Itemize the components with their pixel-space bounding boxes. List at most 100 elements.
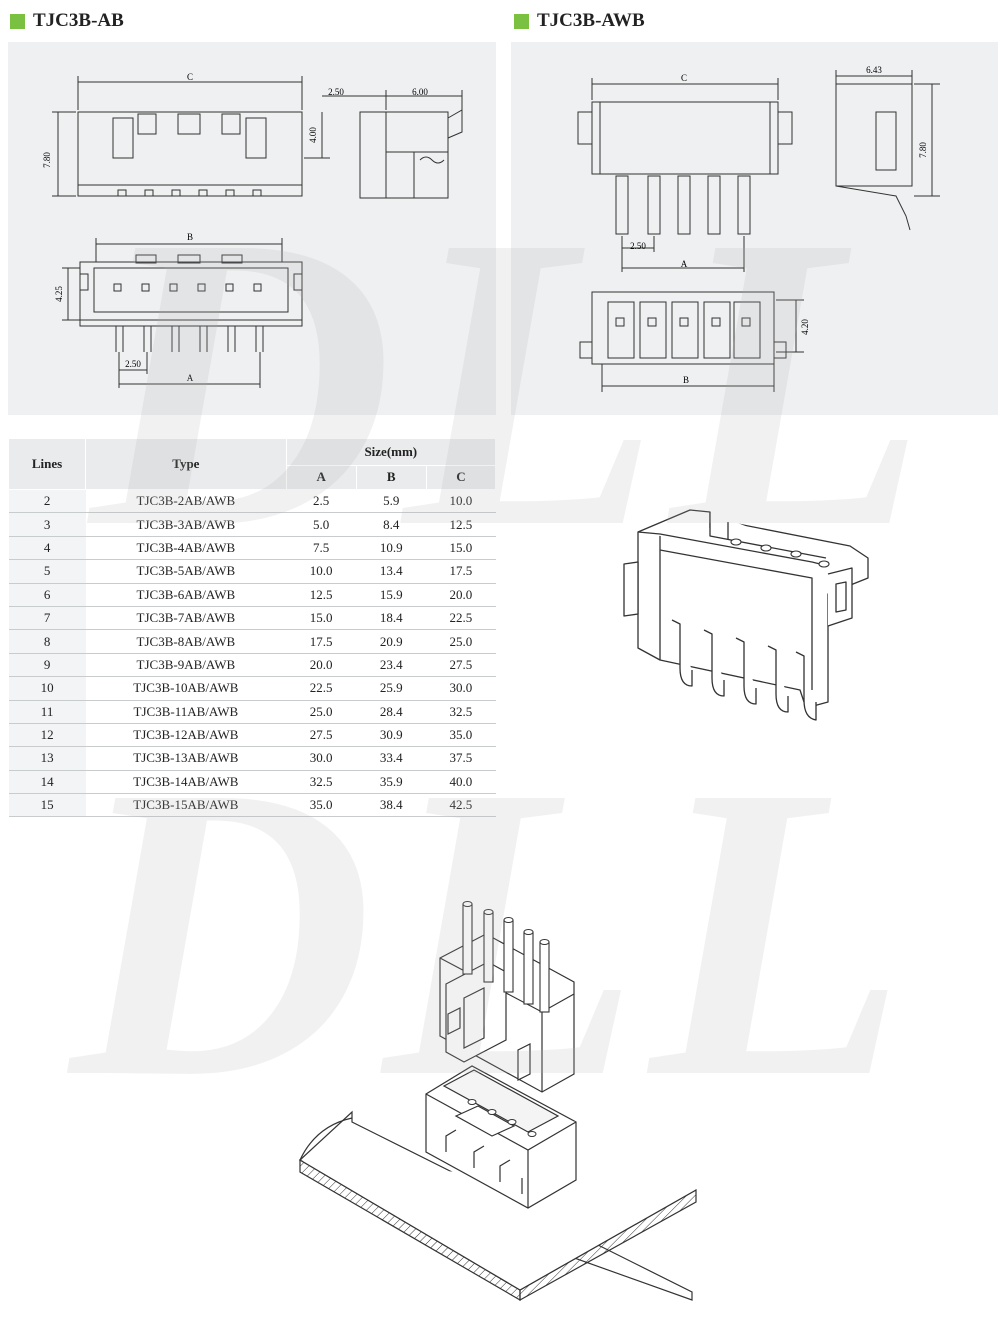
col-b-header: B: [355, 464, 427, 491]
table-row: 11 TJC3B-11AB/AWB 25.0 28.4 32.5: [8, 700, 496, 724]
cell-type: TJC3B-10AB/AWB: [85, 676, 287, 701]
ab-bottom-250-label: 2.50: [125, 359, 141, 369]
cell-a: 7.5: [286, 536, 357, 561]
cell-c: 40.0: [426, 770, 496, 795]
cell-c: 12.5: [426, 512, 496, 537]
table-row: 6 TJC3B-6AB/AWB 12.5 15.9 20.0: [8, 583, 496, 607]
cell-lines: 8: [8, 629, 86, 654]
cell-lines: 15: [8, 793, 86, 818]
table-row: 8 TJC3B-8AB/AWB 17.5 20.9 25.0: [8, 629, 496, 654]
cell-c: 10.0: [426, 488, 496, 514]
cell-c: 35.0: [426, 723, 496, 748]
cell-c: 32.5: [426, 700, 496, 724]
cell-type: TJC3B-15AB/AWB: [85, 793, 287, 818]
awb-technical-drawing: C 2.50 A 6.43 7.80 4.20 B: [577, 65, 940, 392]
cell-a: 32.5: [286, 770, 357, 795]
cell-lines: 10: [8, 676, 86, 701]
cell-a: 2.5: [286, 488, 357, 514]
cell-lines: 7: [8, 606, 86, 631]
cell-lines: 11: [8, 700, 86, 724]
ab-front-height-label: 7.80: [42, 152, 52, 168]
col-a-header: A: [285, 464, 357, 491]
cell-lines: 9: [8, 653, 86, 678]
heading-right-text: TJC3B-AWB: [537, 10, 645, 31]
table-row: 13 TJC3B-13AB/AWB 30.0 33.4 37.5: [8, 746, 496, 771]
cell-type: TJC3B-11AB/AWB: [85, 700, 287, 724]
cell-b: 5.9: [356, 488, 427, 514]
ab-side-250-label: 2.50: [328, 87, 344, 97]
cell-a: 5.0: [286, 512, 357, 537]
ab-front-c-label: C: [187, 72, 193, 82]
awb-bottom-b-label: B: [683, 375, 689, 385]
cell-a: 10.0: [286, 559, 357, 584]
connector-3d-illustration: [623, 509, 869, 721]
col-size-header: Size(mm): [285, 438, 497, 466]
awb-front-a-label: A: [681, 259, 688, 269]
cell-c: 15.0: [426, 536, 496, 561]
awb-bottom-420-label: 4.20: [800, 319, 810, 335]
table-row: 15 TJC3B-15AB/AWB 35.0 38.4 42.5: [8, 793, 496, 818]
green-square-icon: [10, 13, 25, 29]
cell-lines: 2: [8, 488, 86, 514]
mating-connectors-3d-illustration: [298, 901, 697, 1302]
cell-type: TJC3B-12AB/AWB: [85, 723, 287, 748]
size-spec-table: Lines Type Size(mm) A B C 2 TJC3B-2AB/AW…: [7, 438, 497, 818]
cell-b: 33.4: [356, 746, 427, 771]
cell-a: 12.5: [286, 583, 357, 607]
cell-a: 35.0: [286, 793, 357, 818]
ab-technical-drawing: C 7.80 2.50 6.00 4.00 B 4.25 2.50 A: [42, 72, 463, 388]
cell-a: 22.5: [286, 676, 357, 701]
cell-lines: 3: [8, 512, 86, 537]
cell-c: 42.5: [426, 793, 496, 818]
ab-side-600-label: 6.00: [412, 87, 428, 97]
cell-c: 37.5: [426, 746, 496, 771]
heading-tjc3b-awb: TJC3B-AWB: [514, 10, 645, 32]
cell-type: TJC3B-9AB/AWB: [85, 653, 287, 678]
table-row: 14 TJC3B-14AB/AWB 32.5 35.9 40.0: [8, 770, 496, 795]
cell-a: 20.0: [286, 653, 357, 678]
col-type-header: Type: [85, 438, 287, 490]
cell-b: 15.9: [356, 583, 427, 607]
cell-lines: 4: [8, 536, 86, 561]
cell-b: 23.4: [356, 653, 427, 678]
table-row: 10 TJC3B-10AB/AWB 22.5 25.9 30.0: [8, 676, 496, 701]
table-row: 7 TJC3B-7AB/AWB 15.0 18.4 22.5: [8, 606, 496, 631]
cell-a: 27.5: [286, 723, 357, 748]
cell-b: 28.4: [356, 700, 427, 724]
cell-lines: 14: [8, 770, 86, 795]
awb-side-780-label: 7.80: [918, 142, 928, 158]
cell-type: TJC3B-2AB/AWB: [85, 488, 287, 514]
cell-b: 10.9: [356, 536, 427, 561]
heading-tjc3b-ab: TJC3B-AB: [10, 10, 124, 32]
ab-bottom-b-label: B: [187, 232, 193, 242]
awb-front-250-label: 2.50: [630, 241, 646, 251]
cell-c: 22.5: [426, 606, 496, 631]
cell-b: 18.4: [356, 606, 427, 631]
cell-lines: 13: [8, 746, 86, 771]
ab-side-400-label: 4.00: [308, 127, 318, 143]
cell-type: TJC3B-7AB/AWB: [85, 606, 287, 631]
table-row: 9 TJC3B-9AB/AWB 20.0 23.4 27.5: [8, 653, 496, 678]
cell-b: 8.4: [356, 512, 427, 537]
col-lines-header: Lines: [7, 438, 87, 490]
cell-type: TJC3B-6AB/AWB: [85, 583, 287, 607]
heading-left-text: TJC3B-AB: [33, 10, 124, 31]
ab-drawing-panel: [8, 42, 496, 415]
table-row: 5 TJC3B-5AB/AWB 10.0 13.4 17.5: [8, 559, 496, 584]
table-row: 2 TJC3B-2AB/AWB 2.5 5.9 10.0: [8, 488, 496, 514]
ab-bottom-a-label: A: [187, 373, 194, 383]
cell-type: TJC3B-4AB/AWB: [85, 536, 287, 561]
cell-a: 15.0: [286, 606, 357, 631]
cell-lines: 6: [8, 583, 86, 607]
cell-type: TJC3B-14AB/AWB: [85, 770, 287, 795]
awb-side-643-label: 6.43: [866, 65, 882, 75]
table-row: 3 TJC3B-3AB/AWB 5.0 8.4 12.5: [8, 512, 496, 537]
cell-b: 35.9: [356, 770, 427, 795]
green-square-icon: [514, 13, 529, 29]
cell-c: 20.0: [426, 583, 496, 607]
cell-c: 30.0: [426, 676, 496, 701]
cell-lines: 12: [8, 723, 86, 748]
cell-type: TJC3B-8AB/AWB: [85, 629, 287, 654]
cell-type: TJC3B-3AB/AWB: [85, 512, 287, 537]
cell-b: 30.9: [356, 723, 427, 748]
